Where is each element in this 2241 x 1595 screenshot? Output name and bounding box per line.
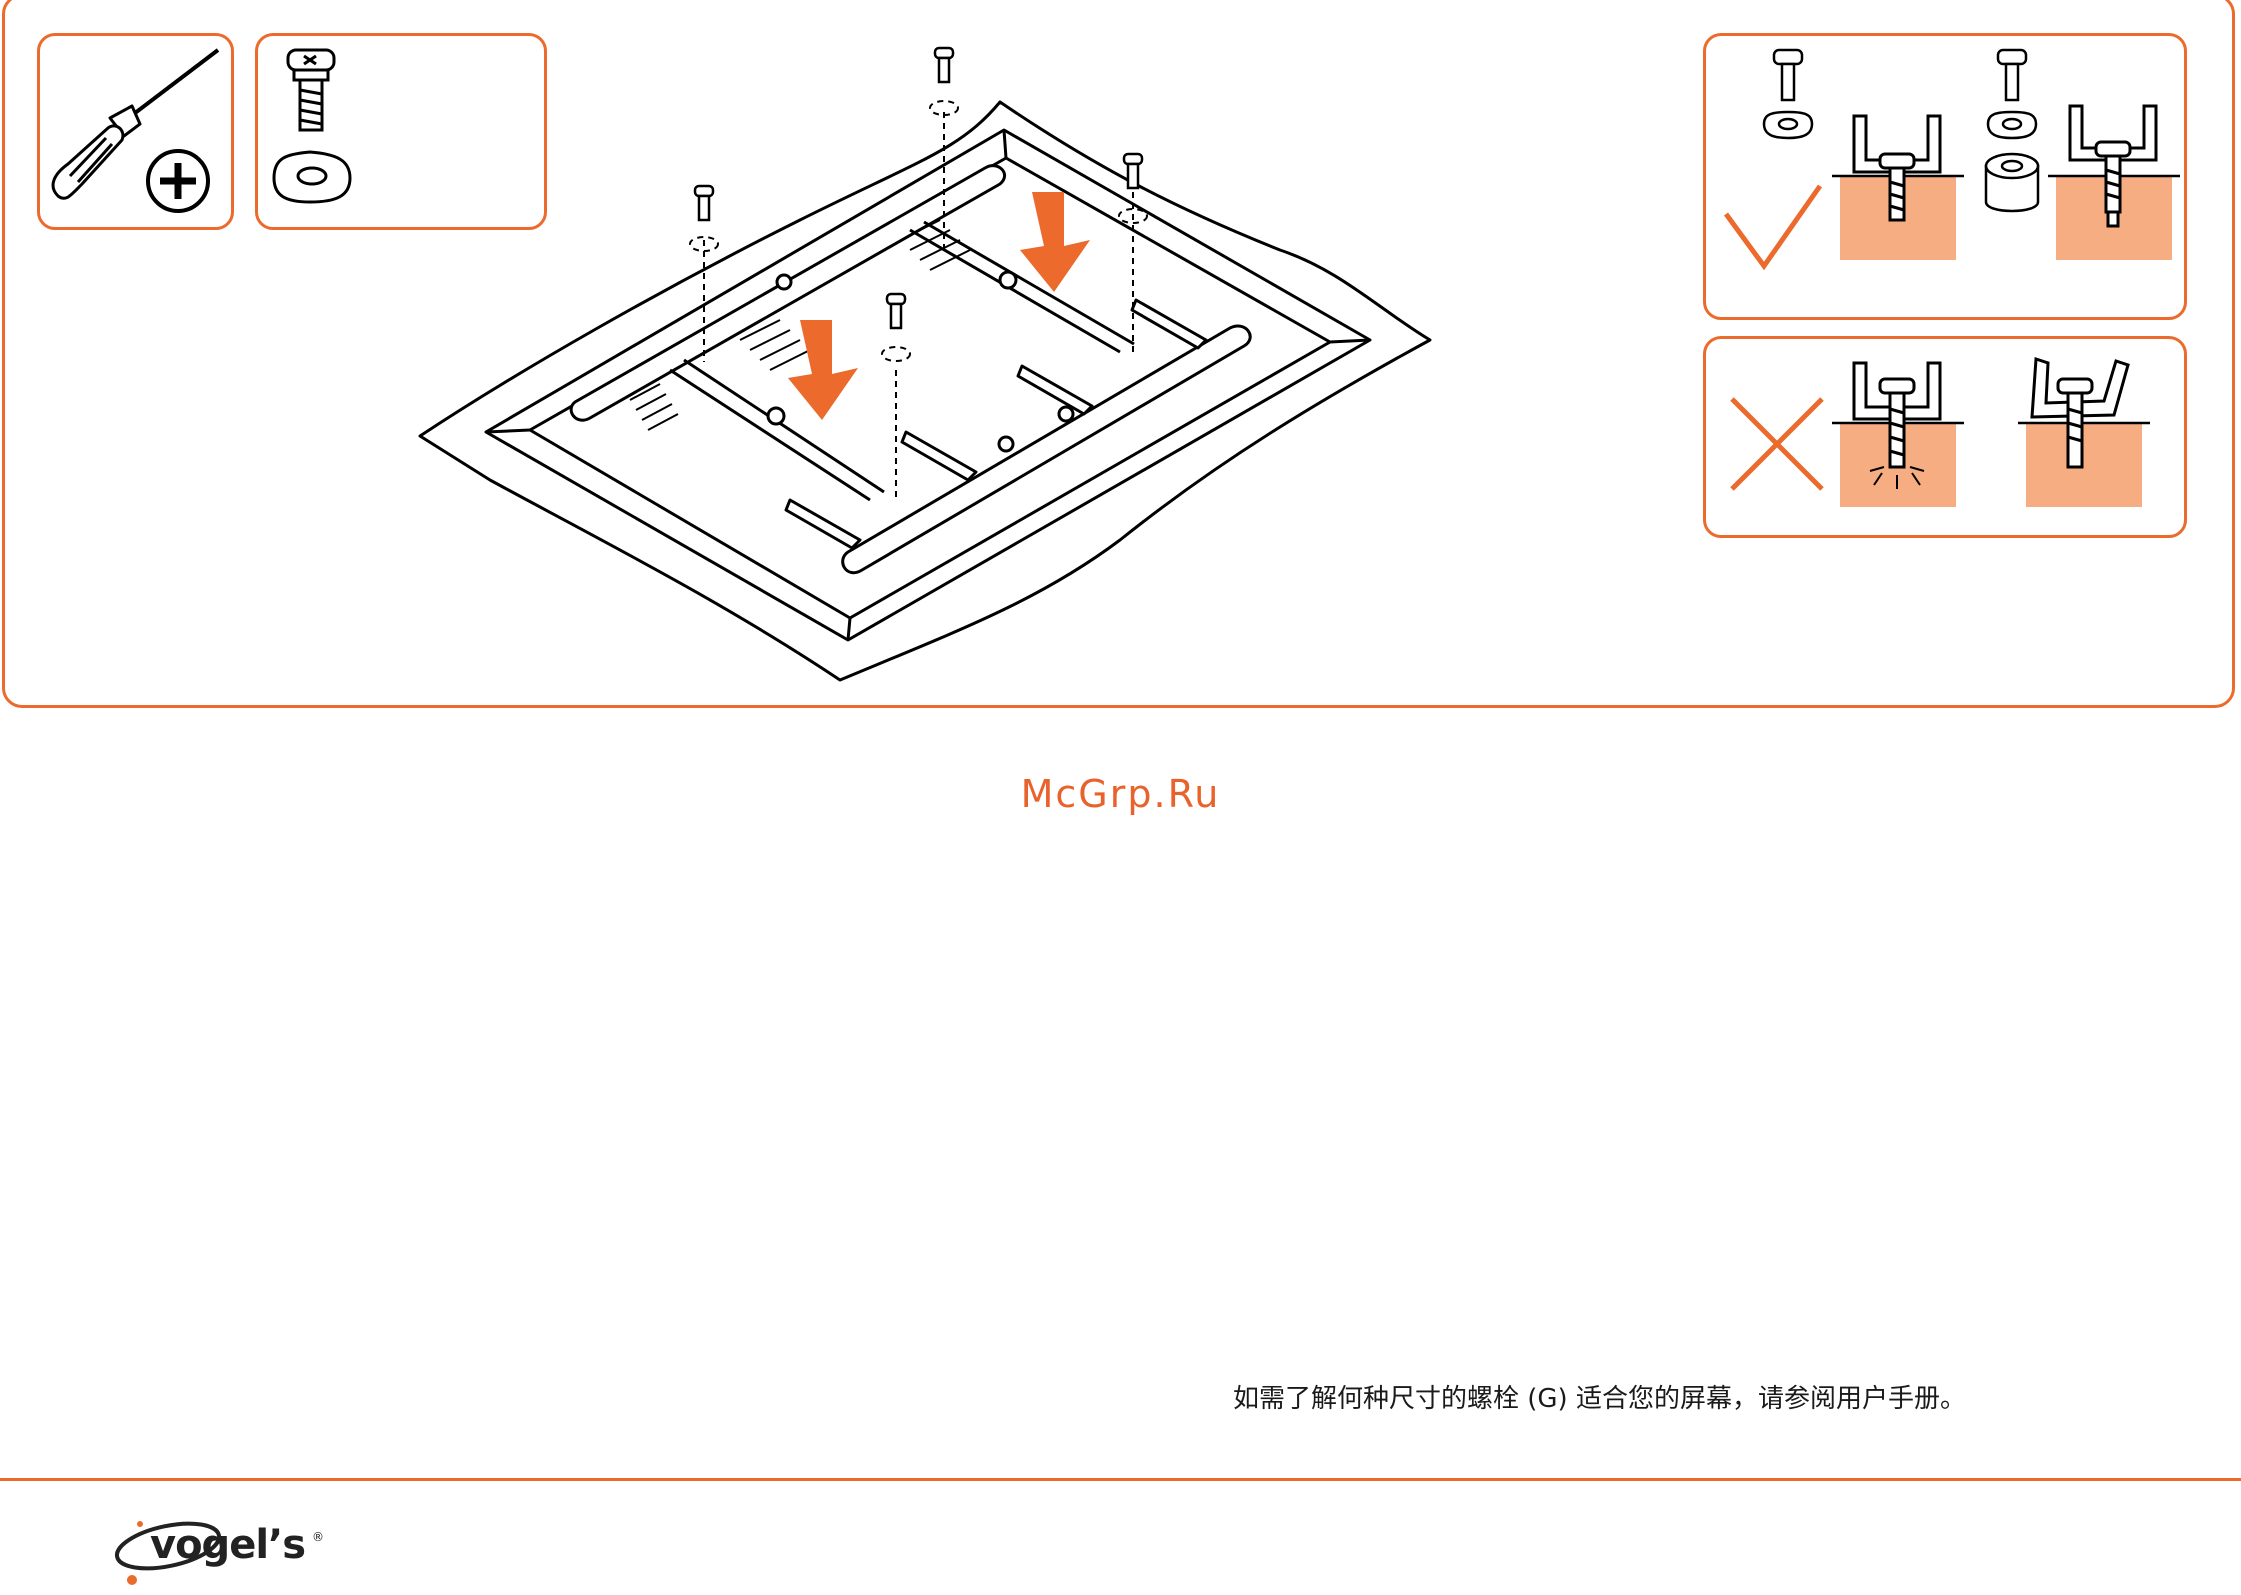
washer-icon <box>274 152 350 202</box>
tool-box <box>37 33 234 230</box>
registered-mark: ® <box>312 1530 324 1544</box>
correct-mounting-box <box>1703 33 2187 320</box>
vogels-logo: vogel’s ® <box>110 1510 340 1590</box>
tv-bracket-illustration <box>400 40 1460 690</box>
phillips-plus-icon <box>148 151 208 211</box>
checkmark-icon <box>1726 186 1820 266</box>
bolt-size-note: 如需了解何种尺寸的螺栓 (G) 适合您的屏幕，请参阅用户手册。 <box>1233 1378 1966 1415</box>
footer-divider <box>0 1478 2241 1481</box>
logo-text: vogel’s <box>150 1522 305 1568</box>
bolt-icon <box>288 50 334 130</box>
screwdriver-icon <box>40 36 234 230</box>
watermark: McGrp.Ru <box>0 772 2241 816</box>
wrong-mounting-box <box>1703 336 2187 538</box>
cross-icon <box>1732 399 1822 489</box>
